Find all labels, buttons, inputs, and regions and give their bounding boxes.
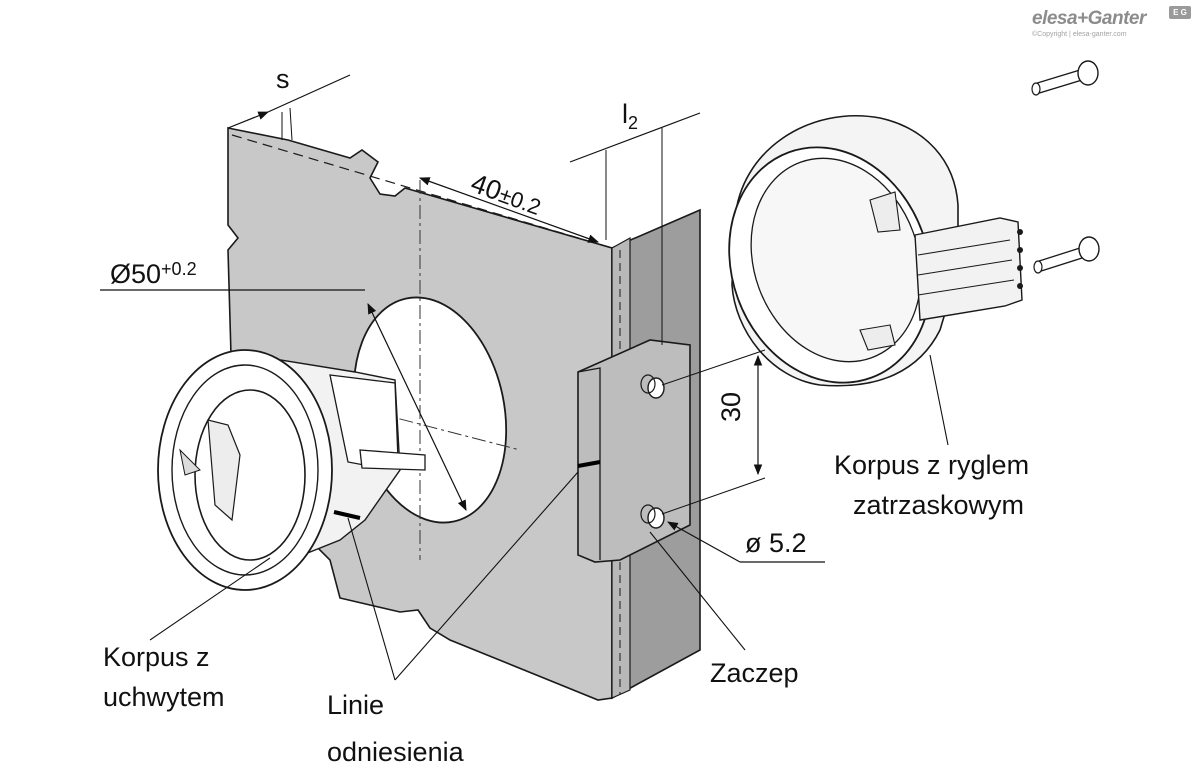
label-latch-body-line2: zatrzaskowym (853, 490, 1025, 520)
dimension-hole-label: ø 5.2 (745, 528, 807, 558)
dimension-l2-main: l (622, 99, 628, 129)
dimension-width (418, 177, 600, 243)
label-latch-body-line1: Korpus z ryglem (834, 450, 1030, 480)
dimension-diameter-label: Ø50+0.2 (110, 252, 197, 291)
dimension-hole (667, 521, 825, 563)
dimension-s-label: s (276, 64, 290, 94)
screw-lower (1033, 236, 1100, 274)
leader-reference-lines (347, 471, 579, 681)
brand-badge: E G (1169, 6, 1191, 19)
label-striker: Zaczep (710, 658, 799, 688)
dimension-diameter-tolerance: +0.2 (161, 259, 197, 279)
label-reference-lines-line1: Linie (327, 690, 385, 720)
striker-plate (577, 339, 691, 563)
leader-latch-body (929, 354, 949, 446)
dimension-l2-subscript: 2 (628, 113, 639, 133)
brand-copyright: ©Copyright | elesa-ganter.com (1032, 31, 1127, 38)
label-reference-lines-line2: odniesienia (327, 737, 464, 767)
leader-handle-body (149, 557, 271, 641)
screw-upper (1031, 60, 1099, 96)
dimension-spacing (661, 349, 766, 515)
label-handle-body-line2: uchwytem (103, 682, 225, 712)
leader-striker (649, 531, 746, 651)
dimension-diameter-value: Ø50 (110, 259, 162, 289)
brand-logo-text: elesa+Ganter (1032, 8, 1146, 29)
dimension-s (227, 74, 351, 141)
dimension-l2-label: l2 (622, 97, 638, 140)
dimension-diameter (100, 289, 467, 511)
dimension-spacing-label: 30 (716, 391, 746, 422)
label-handle-body-line1: Korpus z (103, 642, 210, 672)
brand-logo: elesa+Ganter ©Copyright | elesa-ganter.c… (1032, 6, 1192, 46)
dimension-l2 (569, 112, 701, 345)
latch-body-part (728, 115, 1023, 387)
